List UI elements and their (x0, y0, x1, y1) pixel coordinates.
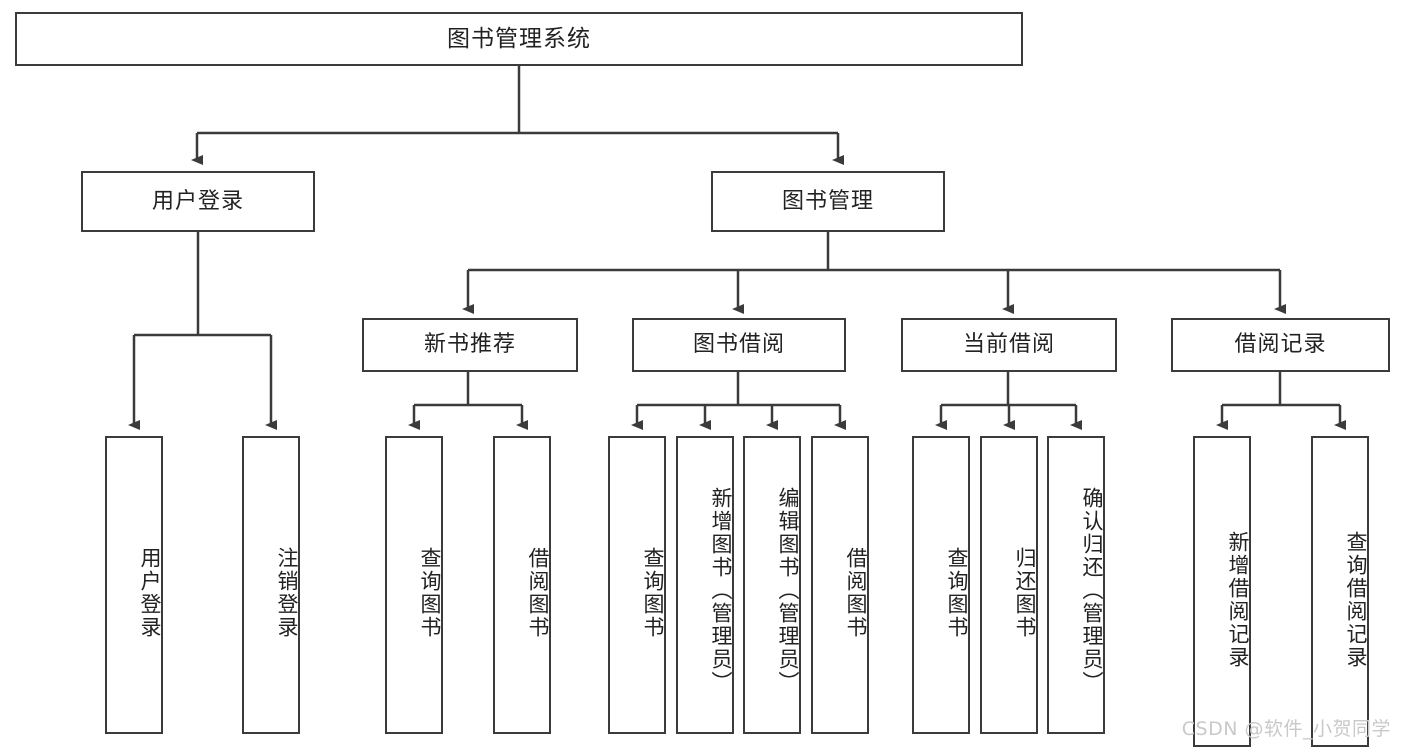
node-user-login[interactable]: 用户登录 (81, 171, 315, 232)
leaf-current-borrow-confirm-admin[interactable]: 确认归还（管理员） (1047, 436, 1105, 734)
leaf-current-borrow-query[interactable]: 查询图书 (912, 436, 970, 734)
leaf-book-borrow-edit-admin[interactable]: 编辑图书（管理员） (743, 436, 801, 734)
node-book-management[interactable]: 图书管理 (711, 171, 945, 232)
leaf-user-login-logout[interactable]: 注销登录 (242, 436, 300, 734)
leaf-book-borrow-add-admin[interactable]: 新增图书（管理员） (676, 436, 734, 734)
leaf-book-borrow-query[interactable]: 查询图书 (608, 436, 666, 734)
node-current-borrow[interactable]: 当前借阅 (901, 318, 1117, 372)
leaf-user-login-login[interactable]: 用户登录 (105, 436, 163, 734)
leaf-book-borrow-borrow[interactable]: 借阅图书 (811, 436, 869, 734)
node-borrow-record[interactable]: 借阅记录 (1171, 318, 1390, 372)
leaf-current-borrow-return[interactable]: 归还图书 (980, 436, 1038, 734)
leaf-new-book-borrow[interactable]: 借阅图书 (493, 436, 551, 734)
leaf-borrow-record-add[interactable]: 新增借阅记录 (1193, 436, 1251, 747)
node-root-system[interactable]: 图书管理系统 (15, 12, 1023, 66)
node-new-book-recommend[interactable]: 新书推荐 (362, 318, 578, 372)
leaf-borrow-record-query[interactable]: 查询借阅记录 (1311, 436, 1369, 747)
leaf-new-book-query[interactable]: 查询图书 (385, 436, 443, 734)
node-book-borrow[interactable]: 图书借阅 (632, 318, 846, 372)
